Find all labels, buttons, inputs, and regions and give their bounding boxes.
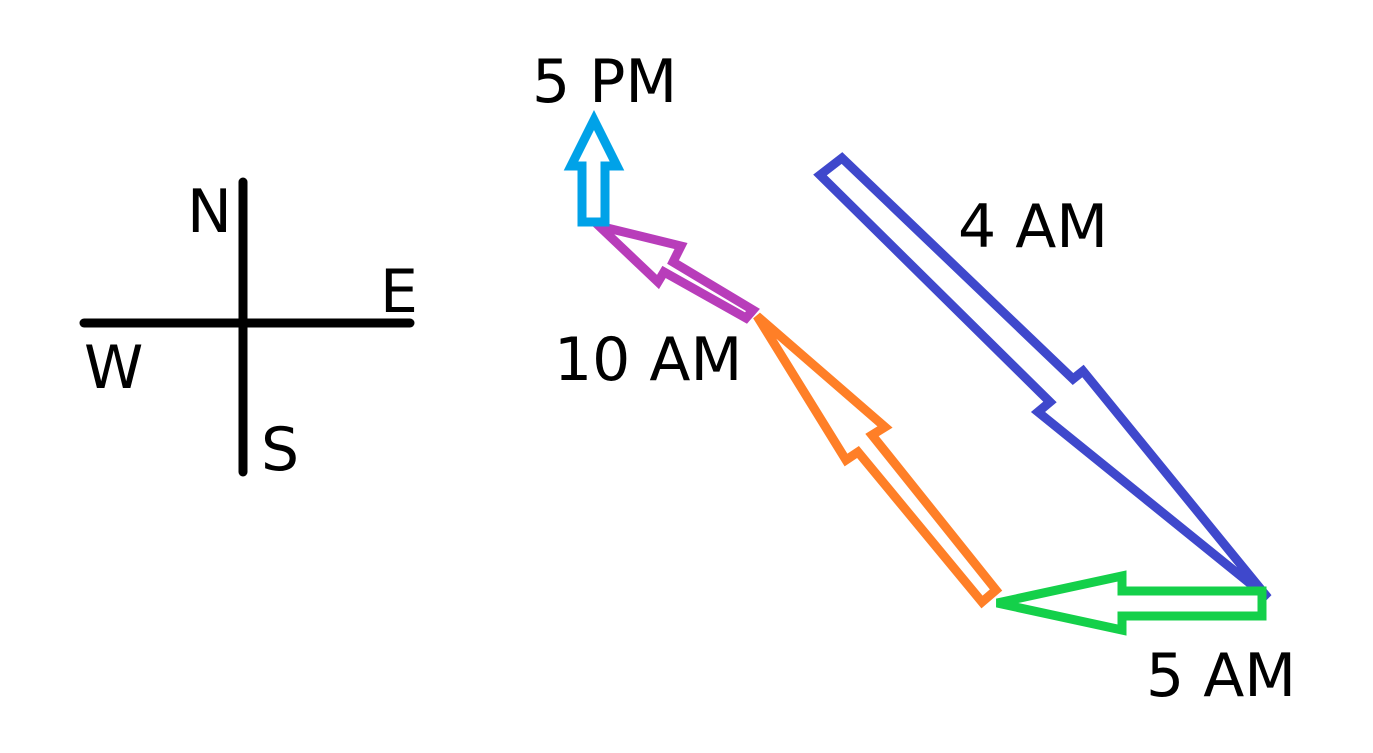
arrow-5am xyxy=(996,570,1267,636)
compass-south-label: S xyxy=(261,415,299,485)
arrow-5pm xyxy=(563,109,625,227)
arrow-midday xyxy=(753,312,1003,609)
arrow-4am xyxy=(813,152,1272,602)
compass-north-label: N xyxy=(187,177,232,247)
compass-west-label: W xyxy=(84,333,143,403)
label-5pm: 5 PM xyxy=(532,47,677,117)
label-4am: 4 AM xyxy=(958,192,1108,262)
compass-east-label: E xyxy=(380,257,418,327)
label-10am: 10 AM xyxy=(554,325,742,395)
compass-rose: N E W S xyxy=(79,177,418,485)
label-5am: 5 AM xyxy=(1146,641,1296,711)
arrow-10am xyxy=(583,217,760,324)
